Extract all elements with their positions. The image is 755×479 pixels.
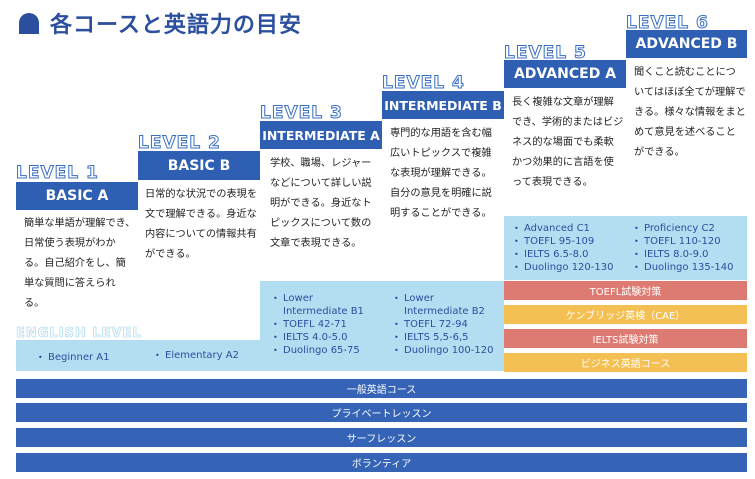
level-1-label: LEVEL 1 [16, 163, 99, 184]
course-ielts[interactable]: IELTS試験対策 [504, 329, 747, 348]
level-6-scores: Proficiency C2 TOEFL 110-120 IELTS 8.0-9… [634, 222, 733, 274]
level-1-header: BASIC A [16, 182, 138, 210]
score-item: IELTS 4.0-5.0 [273, 331, 364, 344]
score-item: Lower [273, 292, 364, 305]
level-4-scores: Lower Intermediate B2 TOEFL 72-94 IELTS … [394, 292, 493, 357]
level-3-description: 学校、職場、レジャーなどについて詳しい説明ができる。身近なトピックスについて数の… [270, 158, 372, 249]
score-item: Elementary A2 [155, 349, 239, 362]
score-item: Advanced C1 [514, 222, 613, 235]
english-level-label: ENGLISH LEVEL [16, 326, 142, 342]
level-2-label: LEVEL 2 [138, 133, 221, 154]
level-1-description: 簡単な単語が理解でき、日常使う表現がわかる。自己紹介をし、簡単な質問に答えられる… [24, 218, 136, 309]
level-4-header: INTERMEDIATE B [382, 91, 504, 119]
level-1-scores: Beginner A1 [38, 351, 109, 364]
page-title-area: 各コースと英語力の目安 [16, 8, 302, 38]
score-item: Intermediate B1 [283, 306, 364, 317]
level-3-label: LEVEL 3 [260, 103, 343, 124]
level-2-scores: Elementary A2 [155, 349, 239, 362]
page-title: 各コースと英語力の目安 [50, 13, 302, 38]
score-item: Duolingo 100-120 [394, 344, 493, 357]
level-5-description: 長く複雑な文章が理解でき、学術的またはビジネス的な場面でも柔軟かつ効果的に言語を… [512, 97, 624, 188]
course-cambridge-cae[interactable]: ケンブリッジ英検（CAE） [504, 305, 747, 324]
score-item: Lower [394, 292, 493, 305]
speech-bubble-icon [19, 13, 39, 34]
score-item: Duolingo 135-140 [634, 261, 733, 274]
level-5-scores: Advanced C1 TOEFL 95-109 IELTS 6.5-8.0 D… [514, 222, 613, 274]
level-3-header: INTERMEDIATE A [260, 121, 382, 149]
level-2-description: 日常的な状況での表現を文で理解できる。身近な内容についての情報共有ができる。 [145, 189, 258, 260]
course-private-lesson[interactable]: プライベートレッスン [16, 403, 747, 422]
level-4-label: LEVEL 4 [382, 73, 465, 94]
level-5-header: ADVANCED A [504, 60, 626, 88]
score-item: Intermediate B2 [404, 306, 485, 317]
course-volunteer[interactable]: ボランティア [16, 453, 747, 472]
score-item: TOEFL 42-71 [273, 318, 364, 331]
level-6-label: LEVEL 6 [626, 13, 709, 34]
level-2-header: BASIC B [138, 151, 260, 180]
score-item: TOEFL 95-109 [514, 235, 613, 248]
level-3-scores: Lower Intermediate B1 TOEFL 42-71 IELTS … [273, 292, 364, 357]
score-item: IELTS 8.0-9.0 [634, 248, 733, 261]
course-general-english[interactable]: 一般英語コース [16, 379, 747, 398]
score-item: Proficiency C2 [634, 222, 733, 235]
score-item: Duolingo 65-75 [273, 344, 364, 357]
level-6-header: ADVANCED B [626, 30, 747, 58]
score-item: Beginner A1 [38, 351, 109, 364]
score-item: IELTS 6.5-8.0 [514, 248, 613, 261]
course-toefl[interactable]: TOEFL試験対策 [504, 281, 747, 300]
course-business-english[interactable]: ビジネス英語コース [504, 353, 747, 372]
level-5-label: LEVEL 5 [504, 43, 587, 64]
score-item: Duolingo 120-130 [514, 261, 613, 274]
level-6-description: 聞くこと読むことについてはほぼ全てが理解できる。様々な情報をまとめて意見を述べる… [634, 67, 746, 158]
course-surf-lesson[interactable]: サーフレッスン [16, 428, 747, 447]
level-4-description: 専門的な用語を含む幅広いトピックスで複雑な表現が理解できる。自分の意見を明確に説… [390, 128, 492, 219]
score-item: TOEFL 72-94 [394, 318, 493, 331]
score-item: TOEFL 110-120 [634, 235, 733, 248]
score-item: IELTS 5,5-6,5 [394, 331, 493, 344]
